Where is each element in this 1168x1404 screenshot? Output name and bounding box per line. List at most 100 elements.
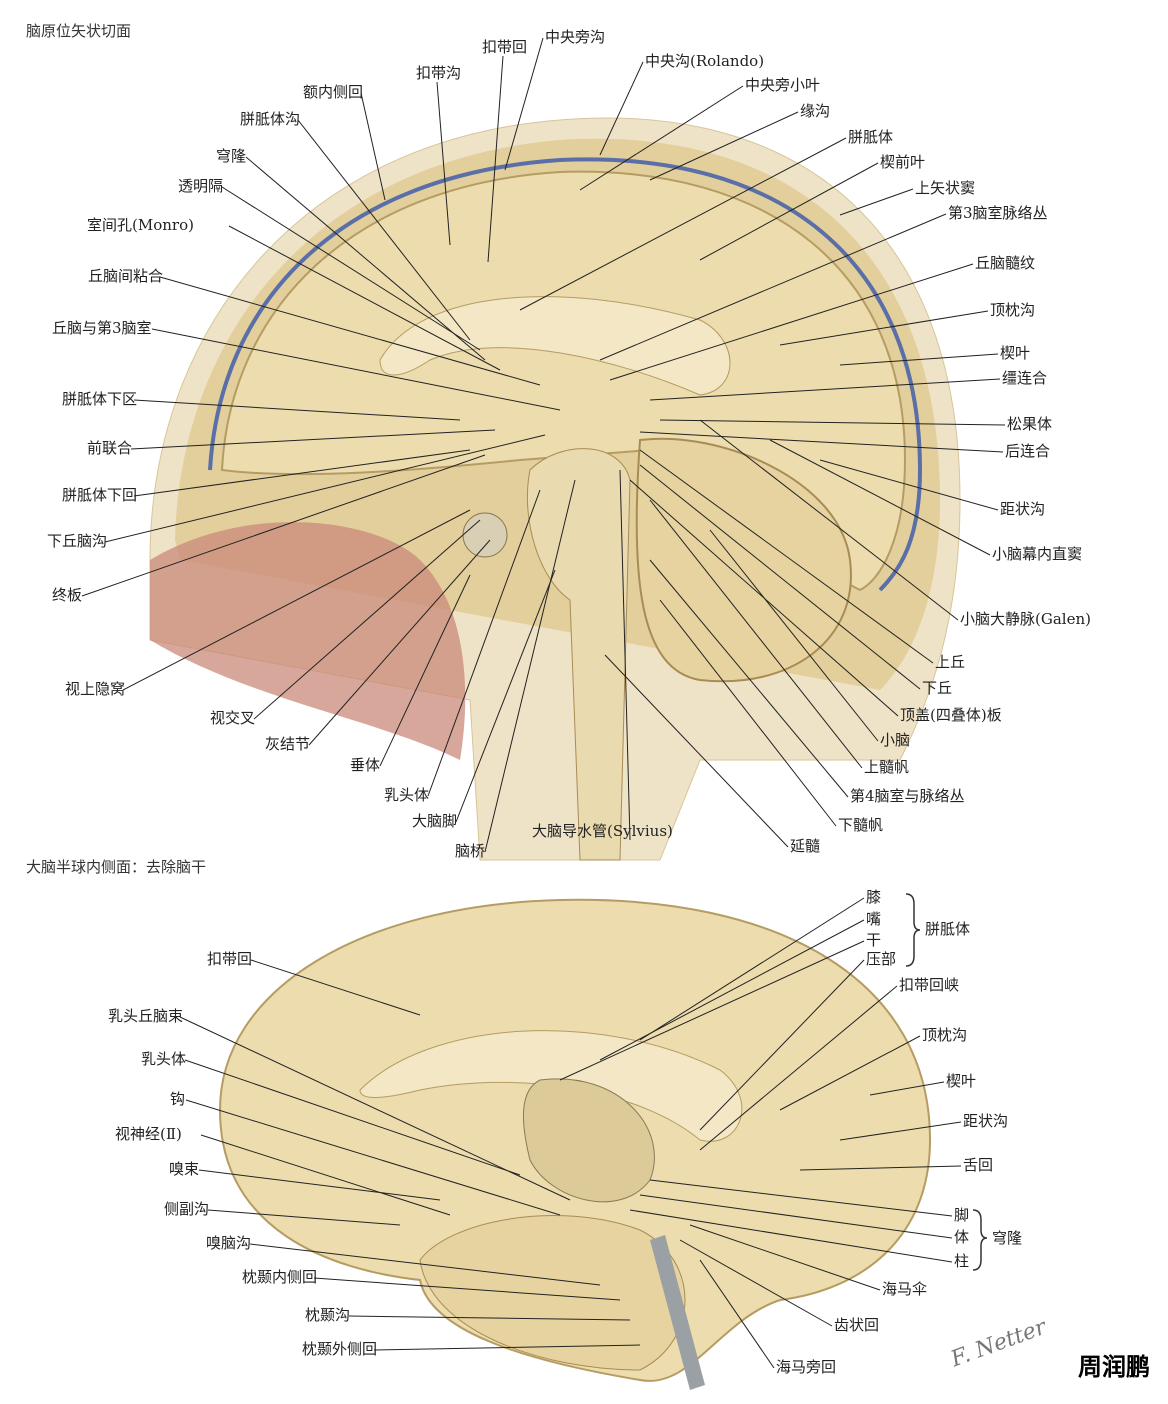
bottom-label: 干 xyxy=(866,931,882,949)
bottom-leader-line xyxy=(184,1059,521,1176)
top-label: 顶枕沟 xyxy=(990,301,1036,319)
bottom-leader-line xyxy=(250,959,421,1016)
top-leader-line xyxy=(609,263,974,381)
top-leader-line xyxy=(519,137,847,311)
top-leader-line xyxy=(455,569,556,823)
bottom-leader-line xyxy=(639,897,865,1041)
top-leader-line xyxy=(104,434,546,543)
bottom-leader-line xyxy=(207,1209,401,1226)
bottom-label: 海马伞 xyxy=(882,1280,928,1298)
top-leader-line xyxy=(487,55,504,263)
bottom-leader-line xyxy=(699,985,898,1151)
top-label: 小脑 xyxy=(880,731,911,749)
top-label: 第4脑室与脉络丛 xyxy=(850,787,965,805)
top-leader-line xyxy=(484,479,576,853)
top-label: 后连合 xyxy=(1005,442,1051,460)
top-label: 小脑大静脉(Galen) xyxy=(960,610,1091,628)
top-leader-line xyxy=(81,454,486,597)
top-leader-line xyxy=(245,156,486,361)
top-leader-line xyxy=(253,519,481,720)
bottom-leader-line xyxy=(599,919,865,1061)
top-leader-line xyxy=(639,464,921,690)
top-leader-line xyxy=(604,654,789,848)
bottom-leader-line xyxy=(629,1209,953,1263)
bottom-leader-line xyxy=(348,1315,631,1321)
brainstem xyxy=(526,448,631,861)
top-label: 扣带回 xyxy=(482,38,528,56)
top-label: 下丘 xyxy=(922,679,953,697)
top-leader-line xyxy=(427,489,541,797)
bottom-label: 乳头丘脑束 xyxy=(108,1007,184,1025)
bottom-label: 柱 xyxy=(954,1252,970,1270)
top-label: 大脑脚 xyxy=(412,812,458,830)
cerebellum xyxy=(635,437,852,683)
bottom-leader-line xyxy=(185,1099,561,1216)
top-leader-line xyxy=(649,111,799,181)
bottom-label: 钩 xyxy=(170,1090,186,1108)
bottom-label: 枕颞外侧回 xyxy=(302,1340,378,1358)
top-leader-line xyxy=(133,449,471,497)
top-label: 穹隆 xyxy=(216,147,247,165)
bottom-label: 压部 xyxy=(866,950,897,968)
bottom-label: 侧副沟 xyxy=(164,1200,210,1218)
top-label: 中央旁沟 xyxy=(545,28,606,46)
bottom-leader-line xyxy=(649,1179,953,1217)
top-label: 中央沟(Rolando) xyxy=(645,52,765,70)
bottom-label: 扣带回峡 xyxy=(899,976,960,994)
top-leader-line xyxy=(221,186,481,351)
bottom-section-title: 大脑半球内侧面：去除脑干 xyxy=(26,858,207,876)
fornix-brace xyxy=(972,1209,988,1271)
top-label: 胼胝体沟 xyxy=(240,110,301,128)
bottom-label: 齿状回 xyxy=(834,1316,880,1334)
leader-lines xyxy=(81,37,1006,1369)
top-label: 楔叶 xyxy=(1000,344,1031,362)
bottom-label: 海马旁回 xyxy=(776,1358,837,1376)
top-label: 小脑幕内直窦 xyxy=(992,545,1083,563)
bottom-label: 嗅脑沟 xyxy=(206,1234,252,1252)
top-leader-line xyxy=(779,310,989,346)
top-leader-line xyxy=(649,559,849,798)
top-leader-line xyxy=(649,378,1001,401)
bottom-label: 楔叶 xyxy=(946,1072,977,1090)
top-leader-line xyxy=(151,328,561,411)
bottom-label: 脚 xyxy=(954,1206,970,1224)
top-leader-line xyxy=(639,431,1004,453)
corpus-callosum xyxy=(379,296,731,396)
top-label: 扣带沟 xyxy=(416,64,462,82)
bottom-label: 体 xyxy=(954,1228,970,1246)
top-label: 第3脑室脉络丛 xyxy=(948,204,1048,222)
top-label: 延髓 xyxy=(790,837,821,855)
top-label: 前联合 xyxy=(87,439,133,457)
top-label: 顶盖(四叠体)板 xyxy=(900,706,1002,724)
bottom-leader-line xyxy=(779,1035,921,1111)
top-label: 缰连合 xyxy=(1002,369,1048,387)
top-label: 下丘脑沟 xyxy=(47,532,108,550)
top-label: 楔前叶 xyxy=(880,153,926,171)
top-label: 上丘 xyxy=(935,653,966,671)
top-label: 上髓帆 xyxy=(864,758,910,776)
top-label: 透明隔 xyxy=(178,177,224,195)
bottom-leader-line xyxy=(198,1169,441,1201)
watermark: 周润鹏 xyxy=(1078,1353,1150,1381)
top-leader-line xyxy=(599,61,644,156)
bottom-leader-line xyxy=(639,1194,953,1239)
top-label: 丘脑髓纹 xyxy=(975,254,1036,272)
bottom-label: 乳头体 xyxy=(141,1050,187,1068)
superior-sagittal-sinus xyxy=(208,157,923,592)
optic-nerve-stub xyxy=(650,1235,705,1390)
top-section-title: 脑原位矢状切面 xyxy=(26,22,132,40)
bottom-leader-line xyxy=(559,940,865,1081)
bottom-leader-line xyxy=(699,959,865,1131)
top-label: 脑桥 xyxy=(455,842,486,860)
top-label: 丘脑与第3脑室 xyxy=(52,319,152,337)
top-label: 终板 xyxy=(52,586,83,604)
top-label: 下髓帆 xyxy=(838,816,884,834)
top-leader-line xyxy=(699,162,879,261)
top-leader-line xyxy=(839,353,999,366)
top-leader-line xyxy=(130,429,496,450)
corpus-callosum-medial xyxy=(359,1030,743,1142)
top-leader-line xyxy=(133,399,461,421)
bottom-leader-line xyxy=(699,1259,775,1369)
